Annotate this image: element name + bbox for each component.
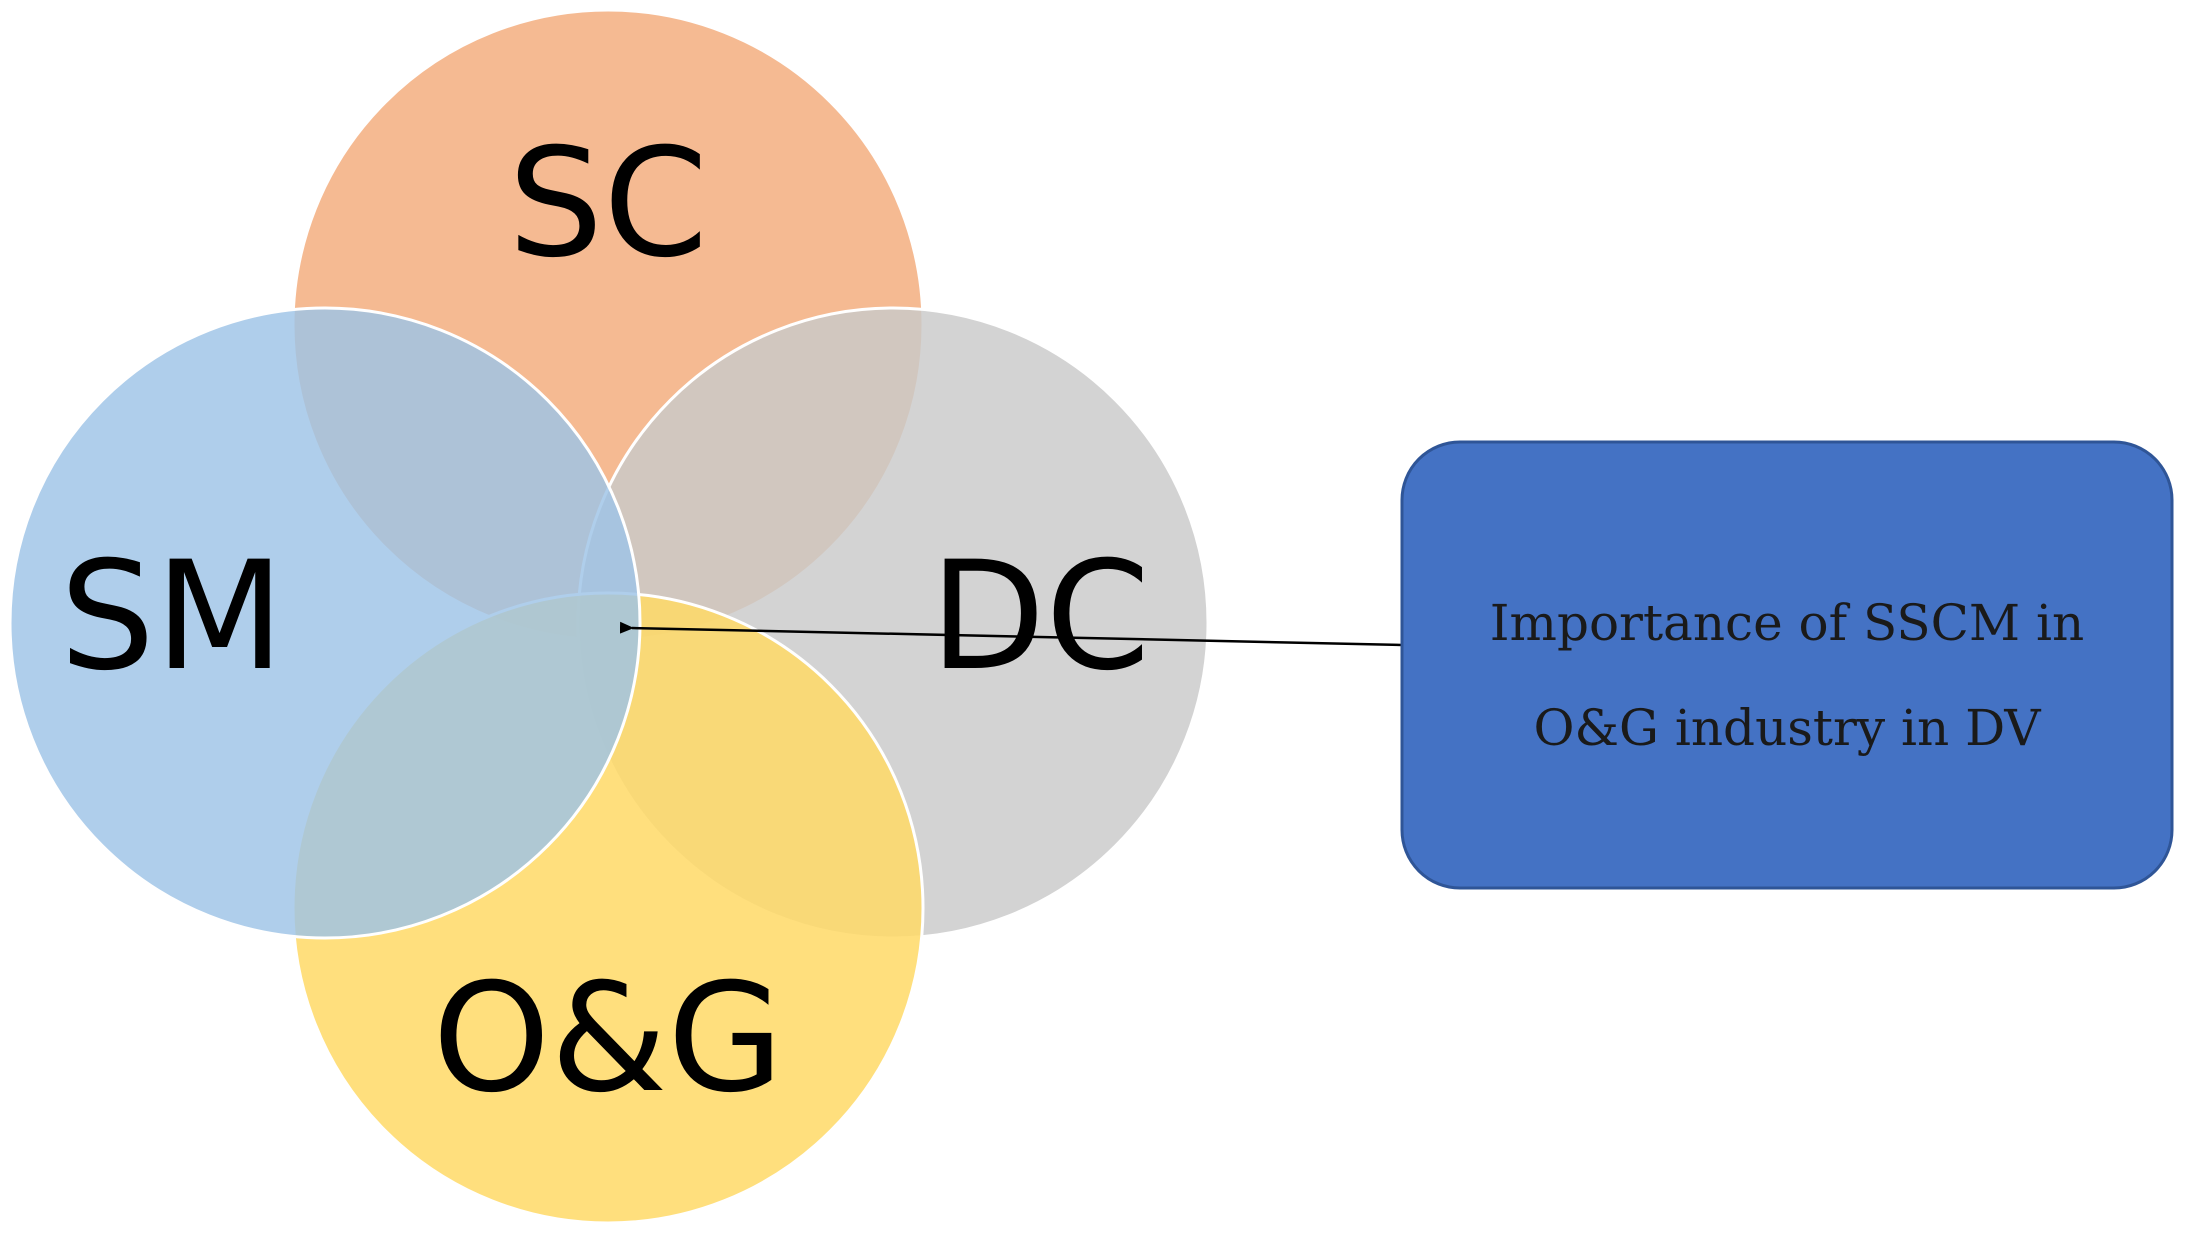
callout-line-2: O&G industry in DV <box>1534 699 2042 757</box>
label-sm: SM <box>60 530 285 704</box>
label-dc: DC <box>930 530 1150 704</box>
label-og: O&G <box>432 952 783 1126</box>
label-sc: SC <box>508 117 708 291</box>
circle-sm <box>8 306 642 940</box>
arrow-to-center <box>619 621 1403 647</box>
callout-line-1: Importance of SSCM in <box>1490 594 2084 652</box>
callout-box <box>1400 440 2174 890</box>
